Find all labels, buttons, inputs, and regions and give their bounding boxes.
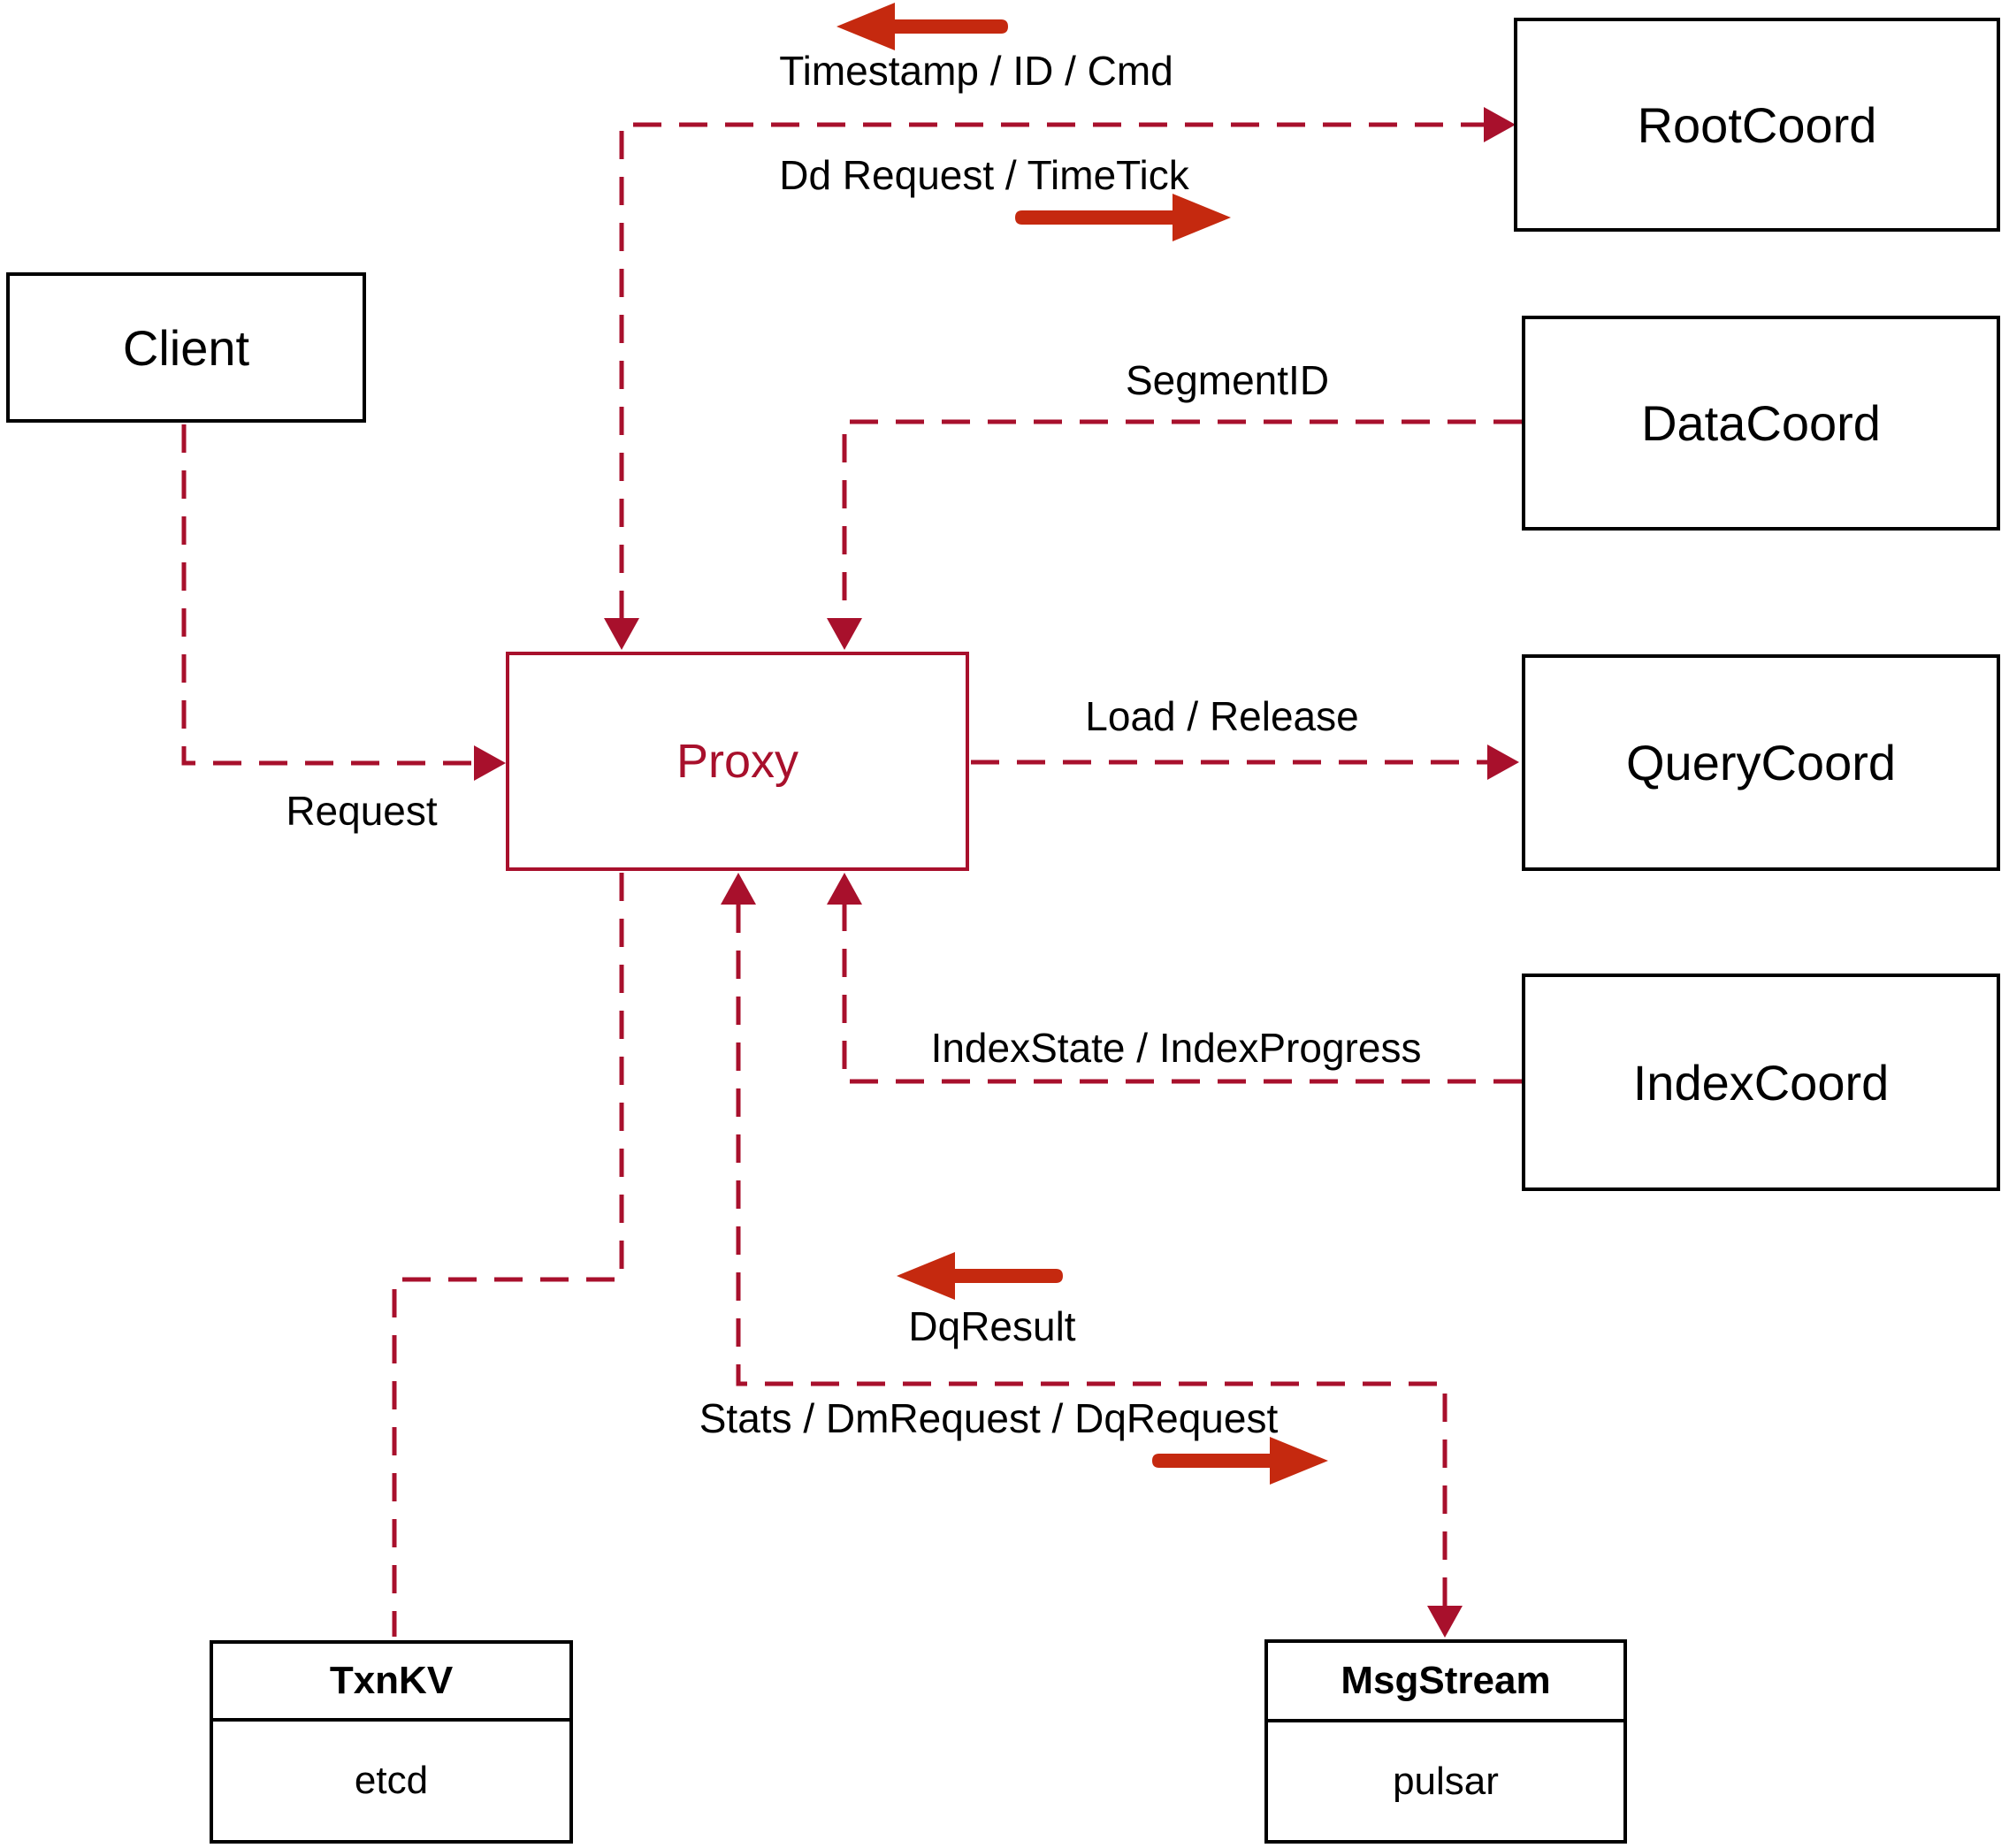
arrowhead-into-querycoord (1487, 745, 1519, 780)
node-datacoord: DataCoord (1522, 316, 2000, 531)
arrowhead-into-rootcoord (1484, 107, 1516, 142)
edge-label-timestamp-id-cmd: Timestamp / ID / Cmd (779, 48, 1173, 94)
node-txnkv-title: TxnKV (213, 1644, 569, 1722)
arrowhead-into-msgstream (1427, 1606, 1463, 1638)
edge-label-dqresult: DqResult (908, 1303, 1076, 1349)
direction-arrow-left-timestamp (836, 3, 1008, 50)
node-indexcoord-label: IndexCoord (1632, 1054, 1890, 1111)
connector-proxy-rootcoord (619, 122, 1484, 619)
node-txnkv: TxnKV etcd (210, 1640, 573, 1844)
arrowhead-into-proxy-top-left (604, 618, 639, 650)
connector-datacoord-proxy (842, 419, 1522, 618)
arrowhead-into-proxy-bottom-right (827, 873, 862, 905)
node-client-label: Client (122, 319, 250, 376)
arrowhead-into-proxy-bottom-left (721, 873, 756, 905)
edge-label-stats-dmrequest-dqrequest: Stats / DmRequest / DqRequest (699, 1395, 1279, 1441)
node-msgstream-impl: pulsar (1393, 1759, 1499, 1803)
connector-proxy-txnkv (392, 873, 624, 1637)
direction-arrow-right-stats (1152, 1437, 1328, 1485)
node-txnkv-impl: etcd (354, 1759, 429, 1802)
node-querycoord-label: QueryCoord (1625, 735, 1897, 790)
direction-arrow-left-dqresult (897, 1252, 1063, 1300)
node-msgstream: MsgStream pulsar (1264, 1639, 1627, 1844)
node-msgstream-title: MsgStream (1268, 1643, 1623, 1722)
node-rootcoord-label: RootCoord (1637, 96, 1877, 153)
edge-label-load-release: Load / Release (1085, 693, 1359, 739)
edge-label-dd-request-timetick: Dd Request / TimeTick (779, 152, 1189, 198)
connector-indexcoord-proxy (842, 905, 1522, 1084)
arrowhead-into-proxy-left (474, 745, 506, 781)
connector-client-proxy (181, 424, 474, 766)
node-proxy-label: Proxy (676, 735, 799, 788)
node-datacoord-label: DataCoord (1641, 395, 1881, 451)
direction-arrow-right-ddrequest (1015, 194, 1231, 241)
edge-label-indexstate-indexprogress: IndexState / IndexProgress (930, 1025, 1422, 1071)
edge-label-request: Request (286, 788, 438, 834)
node-rootcoord: RootCoord (1514, 18, 2000, 232)
edge-label-segmentid: SegmentID (1125, 357, 1330, 403)
node-proxy: Proxy (506, 652, 969, 871)
node-querycoord: QueryCoord (1522, 654, 2000, 871)
node-client: Client (6, 272, 366, 423)
arrowhead-into-proxy-top-right (827, 618, 862, 650)
node-indexcoord: IndexCoord (1522, 974, 2000, 1191)
connector-proxy-msgstream (736, 905, 1448, 1606)
